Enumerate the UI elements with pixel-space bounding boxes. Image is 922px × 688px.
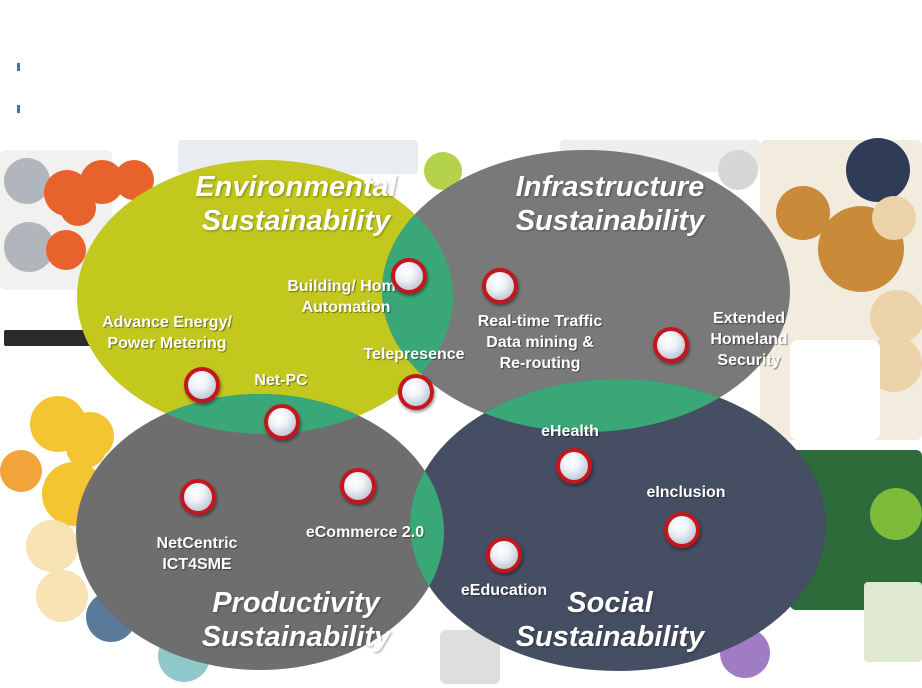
net-pc-label: Net-PC bbox=[254, 372, 308, 389]
einclusion-label: eInclusion bbox=[646, 484, 726, 501]
net-pc-node[interactable] bbox=[264, 404, 300, 440]
extended-homeland-security-label: Extended Homeland Security bbox=[710, 310, 788, 369]
advance-energy-label: Advance Energy/ Power Metering bbox=[102, 314, 232, 352]
infrastructure-title: Infrastructure Sustainability bbox=[515, 171, 705, 237]
extended-homeland-security-node[interactable] bbox=[653, 327, 689, 363]
productivity-ellipse bbox=[76, 394, 444, 670]
ecommerce-label: eCommerce 2.0 bbox=[305, 524, 425, 541]
social-title: Social Sustainability bbox=[515, 587, 705, 653]
real-time-traffic-node[interactable] bbox=[482, 268, 518, 304]
netcentric-label: NetCentric ICT4SME bbox=[156, 535, 238, 573]
telepresence-node[interactable] bbox=[398, 374, 434, 410]
edge-mark bbox=[17, 63, 20, 71]
edge-mark bbox=[17, 105, 20, 113]
ehealth-label: eHealth bbox=[541, 423, 599, 440]
real-time-traffic-label: Real-time Traffic Data mining & Re-routi… bbox=[477, 313, 603, 372]
eeducation-node[interactable] bbox=[486, 537, 522, 573]
social-ellipse bbox=[410, 379, 826, 671]
advance-energy-node[interactable] bbox=[184, 367, 220, 403]
productivity-title: Productivity Sustainability bbox=[201, 587, 391, 653]
ehealth-node[interactable] bbox=[556, 448, 592, 484]
eeducation-label: eEducation bbox=[460, 582, 548, 599]
environmental-title: Environmental Sustainability bbox=[195, 171, 397, 237]
einclusion-node[interactable] bbox=[664, 512, 700, 548]
environmental-ellipse bbox=[77, 160, 453, 434]
netcentric-node[interactable] bbox=[180, 479, 216, 515]
infrastructure-ellipse bbox=[382, 150, 790, 432]
ecommerce-node[interactable] bbox=[340, 468, 376, 504]
building-home-automation-node[interactable] bbox=[391, 258, 427, 294]
telepresence-label: Telepresence bbox=[363, 346, 465, 363]
